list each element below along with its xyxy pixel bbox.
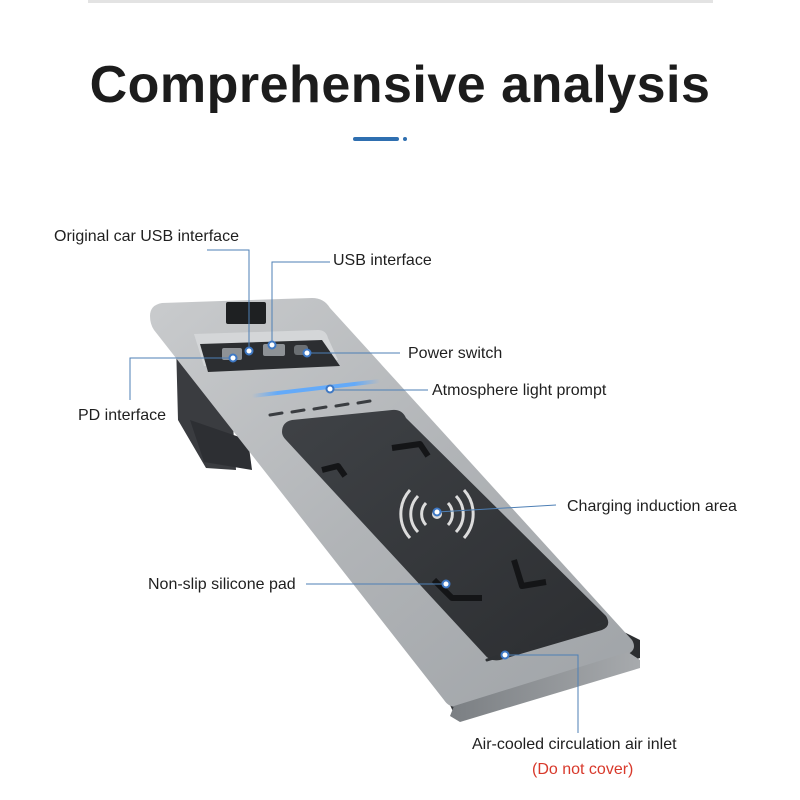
label-usb-interface: USB interface xyxy=(333,252,432,269)
lower-vent xyxy=(485,620,607,662)
port-panel xyxy=(194,302,340,372)
label-charging-area: Charging induction area xyxy=(567,498,737,515)
label-air-inlet: Air-cooled circulation air inlet xyxy=(472,736,677,753)
callout-dots xyxy=(228,340,510,660)
page-title: Comprehensive analysis xyxy=(89,56,711,114)
top-divider xyxy=(88,0,713,3)
label-air-inlet-note: (Do not cover) xyxy=(532,761,634,778)
callout-leaders xyxy=(129,249,579,733)
title-accent xyxy=(353,137,409,142)
wireless-charging-icon xyxy=(399,489,475,539)
label-non-slip-pad: Non-slip silicone pad xyxy=(148,576,296,593)
title-accent-bar xyxy=(353,137,399,141)
bottom-chamfer xyxy=(450,652,640,722)
grip-marks xyxy=(321,441,547,601)
title-accent-dot xyxy=(403,137,407,141)
upper-vent xyxy=(268,399,372,417)
label-atmosphere-light: Atmosphere light prompt xyxy=(432,382,607,399)
label-original-car-usb: Original car USB interface xyxy=(54,228,239,245)
silicone-pad xyxy=(282,409,609,661)
atmosphere-light xyxy=(250,379,382,398)
label-power-switch: Power switch xyxy=(408,345,503,362)
label-pd-interface: PD interface xyxy=(78,407,167,424)
